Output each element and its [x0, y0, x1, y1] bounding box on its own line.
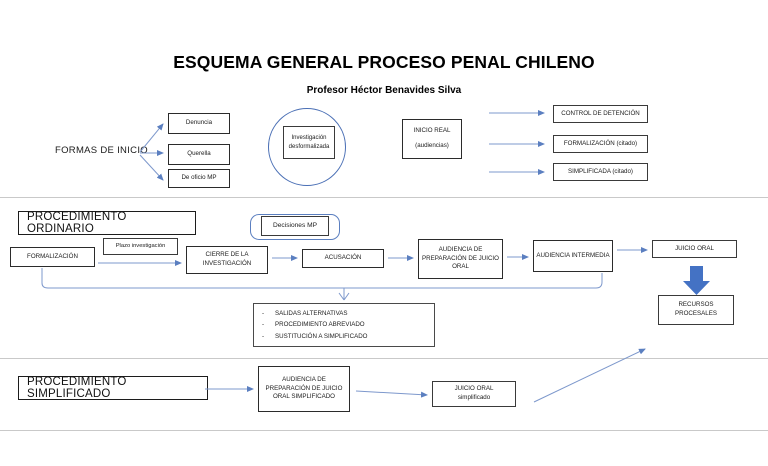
option-denuncia[interactable]: Denuncia [168, 113, 230, 134]
list-item: - SUSTITUCIÓN A SIMPLIFICADO [262, 331, 428, 342]
outcome-formalizacion-citado[interactable]: FORMALIZACIÓN (citado) [553, 135, 648, 153]
bracket-alternatives-loop [41, 268, 603, 289]
divider-bottom [0, 430, 768, 431]
plazo-investigacion-box[interactable]: Plazo investigación [103, 238, 178, 255]
outcome-simplificada-citado[interactable]: SIMPLIFICADA (citado) [553, 163, 648, 181]
step-cierre-de-la-investigacion[interactable]: CIERRE DE LA INVESTIGACIÓN [186, 246, 268, 274]
heading-procedimiento-simplificado: PROCEDIMIENTO SIMPLIFICADO [18, 376, 208, 400]
arrow-inicio-to-deoficio [139, 154, 164, 181]
alternative-label: PROCEDIMIENTO ABREVIADO [275, 321, 365, 329]
page-subtitle: Profesor Héctor Benavides Silva [306, 85, 462, 96]
arrow-audiencia-to-juicio-simplificado [355, 390, 428, 398]
inicio-real-line1: INICIO REAL [413, 127, 451, 135]
heading-procedimiento-ordinario: PROCEDIMIENTO ORDINARIO [18, 211, 196, 235]
page-title: ESQUEMA GENERAL PROCESO PENAL CHILENO [173, 52, 595, 72]
inicio-real-line2: (audiencias) [415, 142, 449, 149]
investigacion-desformalizada-box[interactable]: Investigación desformalizada [283, 126, 335, 159]
alternative-label: SALIDAS ALTERNATIVAS [275, 310, 348, 317]
option-de-oficio-mp[interactable]: De oficio MP [168, 169, 230, 188]
step-audiencia-preparacion-juicio-oral[interactable]: AUDIENCIA DE PREPARACIÓN DE JUICIO ORAL [418, 239, 503, 279]
step-juicio-oral-simplificado[interactable]: JUICIO ORAL simplificado [432, 381, 516, 407]
step-audiencia-intermedia[interactable]: AUDIENCIA INTERMEDIA [533, 240, 613, 272]
list-item: - PROCEDIMIENTO ABREVIADO [262, 319, 428, 330]
outcome-control-de-detencion[interactable]: CONTROL DE DETENCIÓN [553, 105, 648, 123]
decisiones-mp-capsule [250, 214, 340, 240]
step-formalizacion[interactable]: FORMALIZACIÓN [10, 247, 95, 267]
recursos-procesales-box[interactable]: RECURSOS PROCESALES [658, 295, 734, 325]
block-arrow-juicio-to-recursos [683, 266, 710, 295]
step-juicio-oral[interactable]: JUICIO ORAL [652, 240, 737, 258]
inicio-real-box[interactable]: INICIO REAL (audiencias) [402, 119, 462, 159]
step-acusacion[interactable]: ACUSACIÓN [302, 249, 384, 268]
divider-middle [0, 358, 768, 359]
arrow-simplificado-to-recursos-diagonal [533, 348, 646, 403]
decisiones-mp-box[interactable]: Decisiones MP [261, 216, 329, 236]
bullet-dash: - [262, 332, 265, 340]
bullet-dash: - [262, 310, 265, 317]
juicio-oral-simplificado-line2: simplificado [457, 394, 491, 401]
option-querella[interactable]: Querella [168, 144, 230, 165]
investigacion-desformalizada-circle [268, 108, 346, 186]
bracket-tick-right [343, 292, 350, 301]
alternatives-box[interactable]: - SALIDAS ALTERNATIVAS - PROCEDIMIENTO A… [253, 303, 435, 347]
juicio-oral-simplificado-line1: JUICIO ORAL [454, 385, 494, 393]
divider-top [0, 197, 768, 198]
alternative-label: SUSTITUCIÓN A SIMPLIFICADO [275, 332, 368, 340]
bullet-dash: - [262, 321, 265, 329]
bracket-tick-left [338, 292, 345, 301]
formas-de-inicio-label: FORMAS DE INICIO [55, 145, 148, 156]
step-audiencia-preparacion-juicio-oral-simplificado[interactable]: AUDIENCIA DE PREPARACIÓN DE JUICIO ORAL … [258, 366, 350, 412]
list-item: - SALIDAS ALTERNATIVAS [262, 308, 428, 319]
